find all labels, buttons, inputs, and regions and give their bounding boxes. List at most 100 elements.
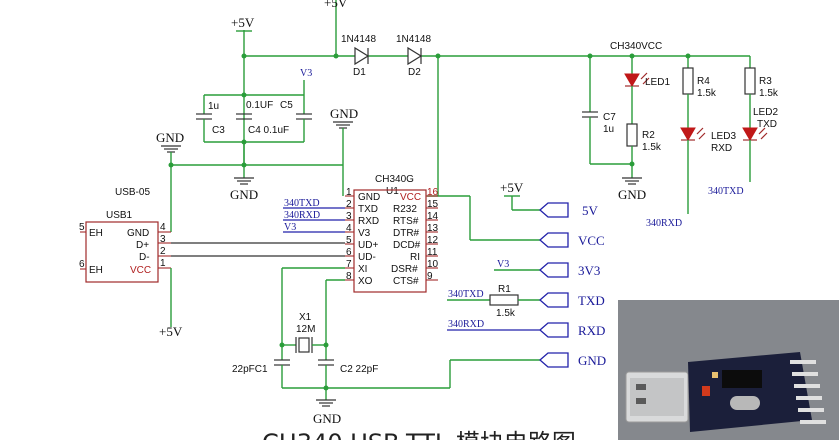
led3-ref: LED3 (711, 131, 736, 142)
usb-pin6-num: 6 (79, 259, 85, 270)
ic-pin4-name: V3 (358, 228, 371, 239)
c7-ref: C7 (603, 112, 616, 123)
usb-pin4-name: GND (127, 228, 149, 239)
ic-left-pin-lines (345, 195, 354, 281)
d1-part-label: 1N4148 (341, 34, 376, 45)
r3-value: 1.5k (759, 88, 779, 99)
ic-pin9-num: 9 (427, 271, 433, 282)
usb-pin2-name: D- (139, 252, 150, 263)
port-wires (447, 195, 540, 331)
caption-partial: CH340 USB-TTL 模块电路图 (262, 429, 576, 440)
net-340rxd-ic: 340RXD (284, 210, 320, 221)
led2-branch (742, 56, 768, 182)
ic-pin8-name: XO (358, 276, 373, 287)
port-txd: TXD (578, 293, 605, 308)
diode-d2 (407, 46, 423, 66)
ic-pin15-name: R232 (393, 204, 417, 215)
ic-pin10-num: 10 (427, 259, 439, 270)
ic-pin13-num: 13 (427, 223, 439, 234)
ic-pin16-num: 16 (427, 187, 439, 198)
ic-pin3-name: RXD (358, 216, 379, 227)
ic-pin6-name: UD- (358, 252, 376, 263)
diode-d1 (354, 46, 370, 66)
ic-pin10-name: DSR# (391, 264, 418, 275)
ic-part: CH340G (375, 174, 414, 185)
net-340txd-led: 340TXD (708, 186, 744, 197)
vcc-label-bottom: +5V (159, 324, 183, 339)
ic-pin13-name: DTR# (393, 228, 420, 239)
ic-pin7-num: 7 (346, 259, 352, 270)
vcc-label-left: +5V (231, 15, 255, 30)
led3-branch (680, 56, 706, 214)
c3-ref: C3 (212, 125, 225, 136)
cap-bank (196, 80, 312, 143)
port-gnd: GND (578, 353, 606, 368)
ic-pin3-num: 3 (346, 211, 352, 222)
ic-pin11-num: 11 (427, 247, 438, 258)
led1-branch (622, 56, 650, 185)
r4-ref: R4 (697, 76, 710, 87)
ic-pin12-num: 12 (427, 235, 439, 246)
usb-pin5-num: 5 (79, 222, 85, 233)
gnd-label-usb: GND (156, 130, 184, 145)
module-photo (618, 300, 839, 440)
vcc-label-top: +5V (324, 0, 348, 10)
c2-label: C2 22pF (340, 364, 378, 375)
ic-pin8-num: 8 (346, 271, 352, 282)
c1-label: 22pFC1 (232, 364, 268, 375)
led2-ref: LED2 (753, 107, 778, 118)
ic-pin1-num: 1 (346, 187, 352, 198)
port-arrows (539, 202, 569, 368)
vcc-label-port: +5V (500, 180, 524, 195)
v3-label-caps: V3 (300, 68, 312, 79)
port-rxd: RXD (578, 323, 605, 338)
usb-pin3-name: D+ (136, 240, 149, 251)
usb-pin1-num: 1 (160, 258, 166, 269)
r4-value: 1.5k (697, 88, 717, 99)
r2-ref: R2 (642, 130, 655, 141)
ic-ref: U1 (386, 186, 399, 197)
usb-title: USB-05 (115, 187, 150, 198)
ch340vcc-label: CH340VCC (610, 41, 662, 52)
ch340g-body (353, 189, 427, 293)
ic-pin5-num: 5 (346, 235, 352, 246)
gnd-label-ic-top: GND (330, 106, 358, 121)
net-340rxd-led: 340RXD (646, 218, 682, 229)
port-5v: 5V (582, 203, 599, 218)
ic-pin7-name: XI (358, 264, 367, 275)
d1-ref-label: D1 (353, 67, 366, 78)
usb-pin3-num: 3 (160, 234, 166, 245)
ic-pin4-num: 4 (346, 223, 352, 234)
net-340txd-port: 340TXD (448, 289, 484, 300)
c7-branch (582, 56, 632, 165)
c5-value: 0.1UF (246, 100, 273, 111)
ic-pin2-name: TXD (358, 204, 378, 215)
usb-ref: USB1 (106, 210, 133, 221)
led1-ref: LED1 (645, 77, 670, 88)
junction-dots (168, 53, 691, 391)
led3-signal: RXD (711, 143, 732, 154)
led2-signal: TXD (757, 119, 777, 130)
ic-pin15-num: 15 (427, 199, 439, 210)
crystal-ref: X1 (299, 312, 312, 323)
c5-ref: C5 (280, 100, 293, 111)
gnd-label-crystal: GND (313, 411, 341, 426)
r3-ref: R3 (759, 76, 772, 87)
port-vcc: VCC (578, 233, 605, 248)
ic-pin12-name: DCD# (393, 240, 421, 251)
ic-pin6-num: 6 (346, 247, 352, 258)
net-v3-ic: V3 (284, 222, 296, 233)
c4-label: C4 0.1uF (248, 125, 289, 136)
r2-value: 1.5k (642, 142, 662, 153)
ic-pin5-name: UD+ (358, 240, 378, 251)
gnd-symbol-ic-top (333, 121, 353, 165)
usb-connector-body (85, 221, 159, 283)
gnd-label-caps: GND (230, 187, 258, 202)
ic-pin14-num: 14 (427, 211, 439, 222)
ic-pin11-name: RI (410, 252, 420, 263)
net-340rxd-port: 340RXD (448, 319, 484, 330)
ic-left-net-wires (283, 207, 345, 233)
ic-pin2-num: 2 (346, 199, 352, 210)
